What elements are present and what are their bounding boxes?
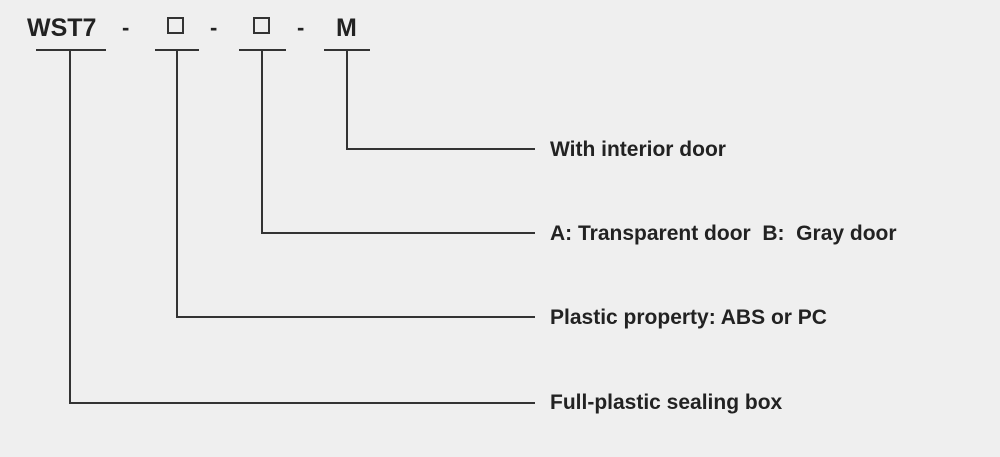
separator-1: - — [122, 15, 130, 40]
code-placeholder-box-1 — [167, 17, 184, 34]
label-door-type: A: Transparent door B: Gray door — [550, 222, 897, 245]
connector-interior-door — [346, 50, 535, 150]
model-suffix: M — [336, 14, 357, 42]
label-box-type: Full-plastic sealing box — [550, 391, 783, 414]
code-placeholder-box-2 — [253, 17, 270, 34]
connector-box-type — [69, 50, 535, 404]
connector-door-type — [261, 50, 535, 234]
label-interior-door: With interior door — [550, 138, 726, 161]
separator-3: - — [297, 15, 305, 40]
model-prefix: WST7 — [27, 14, 97, 42]
separator-2: - — [210, 15, 218, 40]
label-plastic-property: Plastic property: ABS or PC — [550, 306, 827, 329]
connector-plastic-property — [176, 50, 535, 318]
